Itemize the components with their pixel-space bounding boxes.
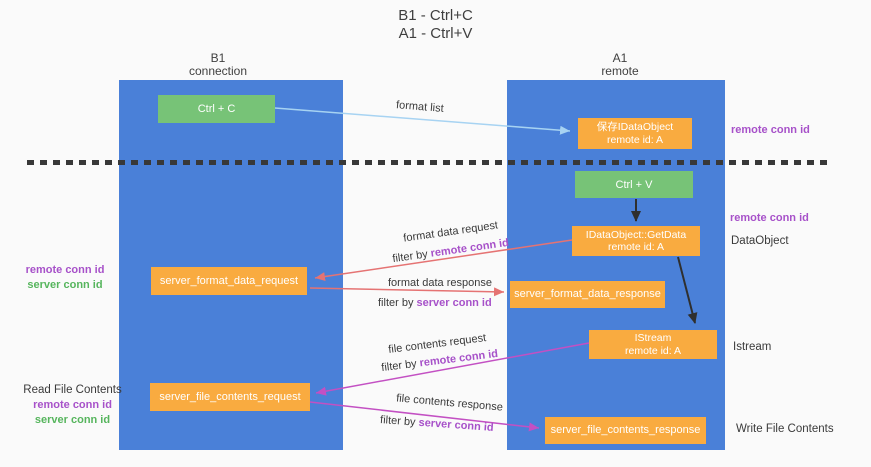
lifeline-header-a1: A1 remote	[540, 52, 700, 78]
node-server-format-data-request: server_format_data_request	[151, 267, 307, 295]
lifeline-b1-sub: connection	[188, 64, 248, 78]
annotation-remote-conn-id-left-2: remote conn id	[33, 399, 112, 411]
filter-by-text: filter by	[378, 297, 417, 309]
diagram-title: B1 - Ctrl+C A1 - Ctrl+V	[0, 7, 871, 43]
dashed-separator-line	[27, 160, 832, 165]
annotation-istream: Istream	[733, 341, 772, 353]
node-server-file-contents-request: server_file_contents_request	[150, 383, 310, 411]
label-file-contents-response: file contents response	[395, 392, 504, 414]
filter-by-text: filter by	[379, 414, 419, 429]
node-save-dataobject-line1: 保存IDataObject	[596, 121, 674, 133]
node-save-dataobject-line2: remote id: A	[606, 133, 664, 146]
annotation-remote-conn-id-1: remote conn id	[731, 124, 810, 136]
lifeline-a1-name: A1	[612, 51, 628, 65]
annotation-left-read-block: Read File Contents remote conn id server…	[10, 384, 135, 428]
annotation-server-conn-id-left-1: server conn id	[27, 279, 103, 291]
label-format-list: format list	[395, 99, 445, 115]
node-getdata-line1: IDataObject::GetData	[585, 228, 687, 241]
node-server-format-data-response: server_format_data_response	[510, 281, 665, 308]
lifeline-a1-sub: remote	[601, 64, 639, 78]
node-server-file-contents-response: server_file_contents_response	[545, 417, 706, 444]
title-line-2: A1 - Ctrl+V	[398, 25, 473, 42]
action-ctrl-v: Ctrl + V	[575, 171, 693, 198]
filter-by-text: filter by	[380, 357, 421, 375]
node-istream-line2: remote id: A	[624, 344, 682, 357]
server-conn-id-text: server conn id	[416, 297, 492, 309]
annotation-remote-conn-id-left-1: remote conn id	[25, 264, 105, 276]
label-filter-server-1: filter by server conn id	[378, 297, 492, 309]
node-save-dataobject: 保存IDataObject remote id: A	[578, 118, 692, 149]
label-filter-server-2: filter by server conn id	[380, 414, 494, 434]
title-line-1: B1 - Ctrl+C	[398, 7, 473, 24]
annotation-left-conn-ids-1: remote conn id server conn id	[15, 263, 115, 293]
node-getdata: IDataObject::GetData remote id: A	[572, 226, 700, 256]
remote-conn-id-text: remote conn id	[429, 236, 510, 260]
annotation-server-conn-id-left-2: server conn id	[34, 414, 111, 426]
node-istream-line1: IStream	[634, 332, 672, 344]
annotation-remote-conn-id-2: remote conn id	[730, 212, 809, 224]
node-getdata-line2: remote id: A	[607, 241, 665, 253]
action-ctrl-c: Ctrl + C	[158, 95, 275, 123]
lifeline-header-b1: B1 connection	[138, 52, 298, 78]
annotation-dataobject: DataObject	[731, 235, 789, 247]
lifeline-b1-name: B1	[210, 51, 226, 65]
label-format-data-response: format data response	[388, 277, 492, 289]
annotation-read-file-contents: Read File Contents	[23, 384, 122, 396]
filter-by-text: filter by	[391, 247, 432, 266]
remote-conn-id-text: remote conn id	[418, 347, 499, 370]
server-conn-id-text: server conn id	[418, 416, 494, 434]
node-istream: IStream remote id: A	[589, 330, 717, 359]
annotation-write-file-contents: Write File Contents	[736, 423, 834, 435]
